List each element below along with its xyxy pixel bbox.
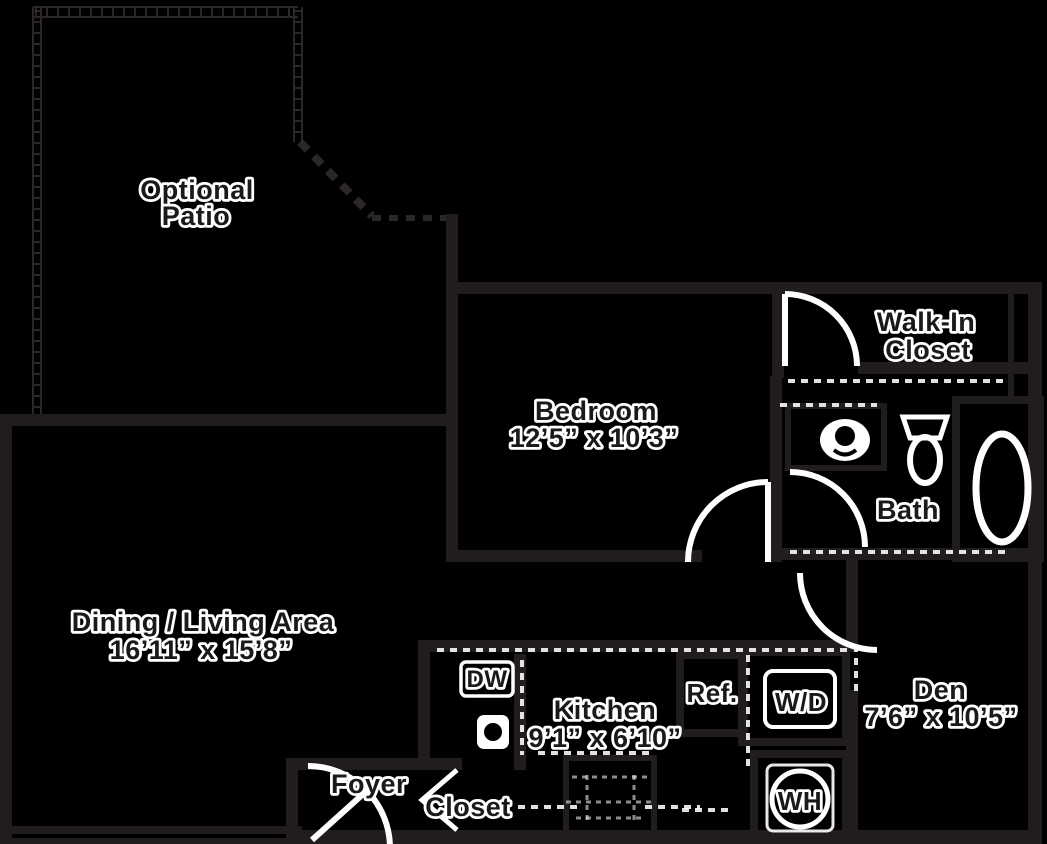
- wall-patio-stub: [446, 214, 458, 294]
- wall-bath-west: [770, 376, 782, 562]
- bathroom-sink-icon: [820, 419, 870, 461]
- toilet-icon: [899, 414, 951, 486]
- wall-bedroom-top: [446, 282, 1030, 294]
- bath-door-arc: [789, 469, 868, 548]
- sink-drain: [835, 426, 855, 446]
- entry-door-leaf: [309, 783, 375, 843]
- kitchen-sink-icon: [477, 715, 509, 749]
- dining-living-dims: 16’11” x 15’8”: [110, 635, 293, 665]
- wic-door-arc: [784, 291, 860, 367]
- dishwasher-label: DW: [467, 666, 508, 693]
- den-dims: 7’6” x 10’5”: [864, 702, 1017, 732]
- bathtub-icon: [972, 430, 1032, 546]
- bedroom-dims: 12’5” x 10’3”: [510, 423, 679, 453]
- refrigerator-label: Ref.: [686, 678, 737, 708]
- patio-rail-diagonal-dashed: [297, 139, 375, 219]
- sink-bowl-curve: [832, 448, 858, 457]
- wall-bedroom-bottom: [446, 550, 702, 562]
- wall-foyer-west: [286, 758, 298, 844]
- doors: [307, 291, 878, 844]
- dining-living-label: Dining / Living Area: [72, 607, 335, 637]
- den-label: Den: [914, 675, 967, 705]
- stove-icon: [566, 775, 654, 822]
- wall-kitchen-west: [418, 640, 430, 770]
- bedroom-door-arc: [685, 479, 769, 563]
- fixtures: [459, 414, 1032, 833]
- wall-left: [0, 414, 12, 842]
- wall-wic-bottom: [858, 362, 1030, 374]
- wall-bottom: [286, 830, 1042, 842]
- closet-bifold-door: [418, 768, 459, 832]
- walk-in-closet-label-line2: Closet: [885, 335, 971, 365]
- bath-label: Bath: [877, 495, 939, 525]
- kitchen-sink-drain: [484, 723, 502, 741]
- wall-wic-east-inner: [1008, 282, 1014, 402]
- labels: Optional Patio Bedroom 12’5” x 10’3” Wal…: [69, 172, 1020, 825]
- water-heater-circle: [769, 768, 831, 830]
- wall-den-west-upper: [846, 560, 858, 644]
- wall-bedroom-left: [446, 282, 458, 562]
- toilet-tank: [899, 414, 951, 441]
- bedroom-label: Bedroom: [535, 396, 657, 426]
- washer-dryer-label: W/D: [775, 687, 827, 717]
- wall-stove-nook: [563, 755, 657, 841]
- kitchen-label: Kitchen: [554, 695, 657, 725]
- wall-bedroom-wic-divider: [772, 282, 784, 378]
- foyer-label: Foyer: [331, 769, 407, 799]
- water-heater-label: WH: [778, 786, 822, 816]
- water-heater-icon: [765, 763, 835, 833]
- toilet-bowl: [907, 434, 943, 486]
- kitchen-dims: 9’1” x 6’10”: [528, 723, 681, 753]
- walk-in-closet-label-line1: Walk-In: [877, 307, 976, 337]
- den-door-arc: [797, 572, 878, 653]
- water-heater-box: [765, 763, 835, 833]
- hatch-marks: [437, 379, 1010, 812]
- wall-dining-top: [0, 414, 456, 426]
- closet-label: Closet: [425, 792, 511, 822]
- patio-label-line2: Patio: [162, 201, 231, 231]
- wall-dining-bottom: [0, 826, 302, 834]
- wall-wh-closet: [750, 750, 850, 842]
- patio-railing: [32, 6, 450, 417]
- wall-tub-surround: [952, 396, 1044, 562]
- washer-dryer-box: [763, 669, 837, 729]
- dishwasher-box: [459, 660, 515, 698]
- patio-label-line1: Optional: [140, 175, 254, 205]
